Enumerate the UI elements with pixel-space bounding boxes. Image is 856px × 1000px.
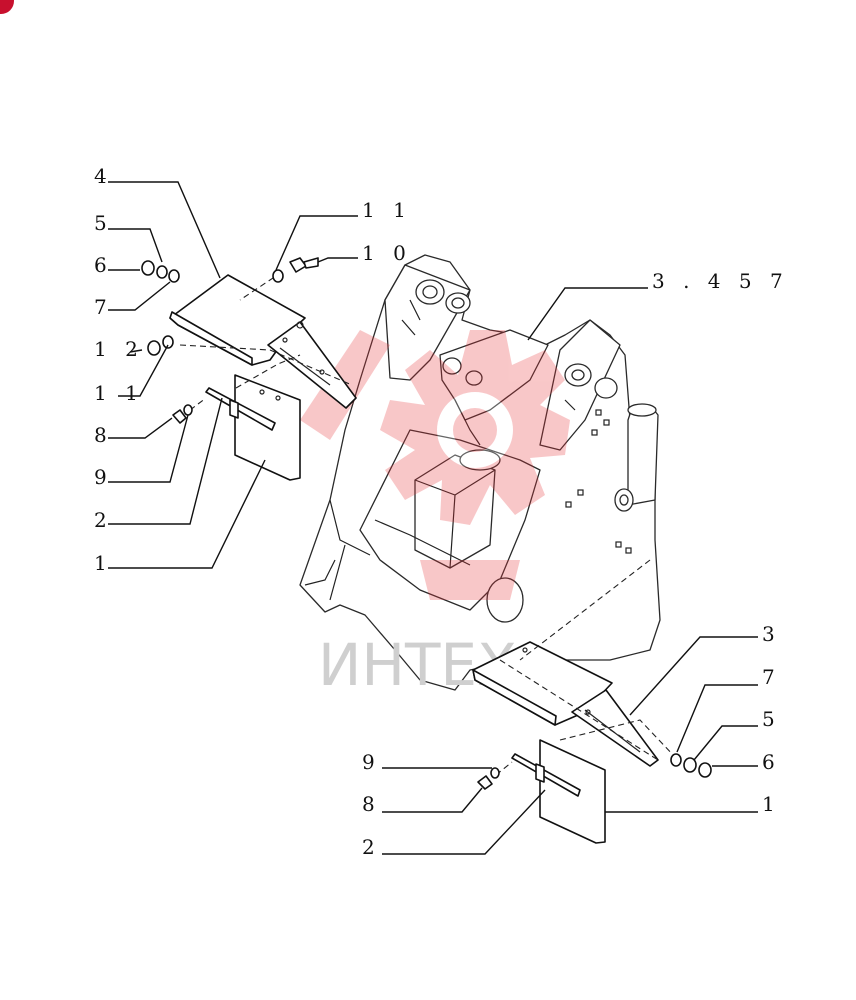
callout-4: 4 (94, 164, 113, 188)
callout-5-right: 5 (762, 707, 781, 731)
callout-10: 1 0 (362, 241, 412, 265)
callout-1-left: 1 (94, 551, 113, 575)
loader-front-frame (299, 254, 661, 691)
callout-7-right: 7 (762, 665, 781, 689)
callout-8-left: 8 (94, 423, 113, 447)
lower-right-mudguard (472, 559, 712, 844)
callout-9-right: 9 (362, 750, 381, 774)
callout-5-left: 5 (94, 211, 113, 235)
callout-6-right: 6 (762, 750, 781, 774)
upper-left-mudguard (141, 257, 357, 481)
callout-11-upper: 1 1 (362, 198, 412, 222)
callout-3: 3 (762, 622, 781, 646)
callout-7-left: 7 (94, 295, 113, 319)
callout-12: 1 2 (94, 337, 144, 361)
callout-11-lower: 1 1 (94, 381, 144, 405)
callout-labels: 4 5 6 7 1 2 1 1 8 9 2 1 1 1 1 0 3 . 4 5 … (94, 164, 789, 859)
watermark-logo-icon (300, 330, 570, 600)
callout-9-left: 9 (94, 465, 113, 489)
callout-8-right: 8 (362, 792, 381, 816)
callout-2-right: 2 (362, 835, 381, 859)
callout-2-left: 2 (94, 508, 113, 532)
nut-6-left (141, 260, 155, 276)
callout-6-left: 6 (94, 253, 113, 277)
callout-1-right: 1 (762, 792, 781, 816)
callout-3457: 3 . 4 5 7 (652, 269, 789, 293)
leader-lines (108, 181, 758, 855)
